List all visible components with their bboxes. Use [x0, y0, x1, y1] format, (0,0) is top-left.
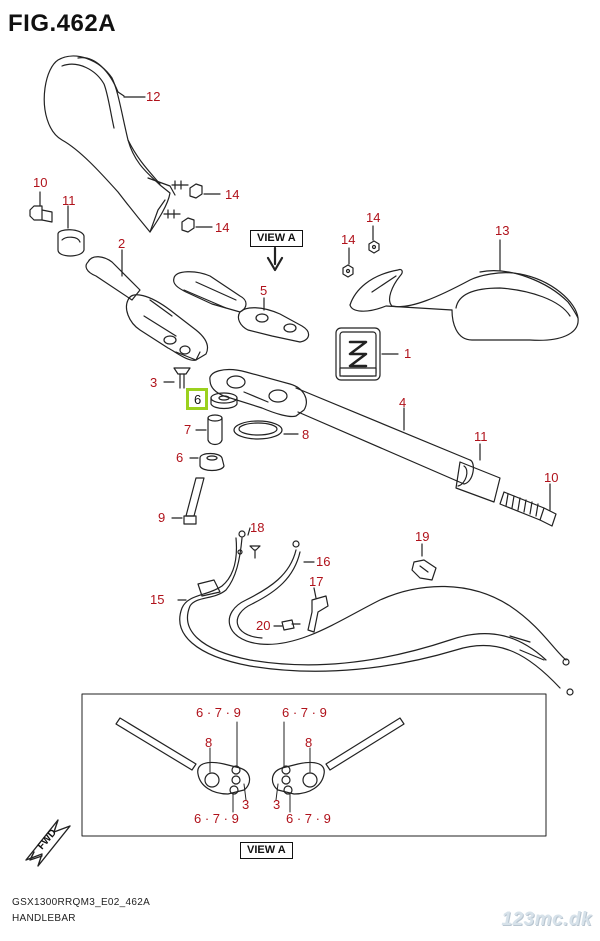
view-a-arrow — [266, 246, 284, 272]
throttle-cables-part-15-16 — [179, 530, 574, 696]
bar-end-bolt-part-10-left — [29, 205, 53, 223]
callout-10-right: 10 — [544, 470, 559, 485]
callout-19: 19 — [415, 529, 430, 544]
view-a-callout-top-right: 6 · 7 · 9 — [282, 705, 327, 720]
callout-14-b: 14 — [215, 220, 230, 235]
cable-guide-part-19 — [411, 559, 437, 581]
nut-part-14-c — [368, 240, 380, 254]
screw-part-18 — [249, 545, 261, 559]
callout-17: 17 — [309, 574, 324, 589]
clamp-part-17 — [307, 595, 329, 633]
callout-14-a: 14 — [225, 187, 240, 202]
callout-10-left: 10 — [33, 175, 48, 190]
view-a-callout-8-right: 8 — [305, 735, 313, 750]
callout-15: 15 — [150, 592, 165, 607]
callout-1: 1 — [404, 346, 412, 361]
left-mirror-part-12 — [43, 55, 176, 233]
leader-17 — [313, 587, 317, 599]
right-mirror-part-13 — [349, 268, 579, 341]
callout-20: 20 — [256, 618, 271, 633]
ring-part-8 — [233, 420, 283, 440]
callout-6-highlighted: 6 — [194, 392, 202, 407]
callout-18: 18 — [250, 520, 265, 535]
callout-12: 12 — [146, 89, 161, 104]
callout-7: 7 — [184, 422, 192, 437]
view-a-right-handlebar — [271, 717, 405, 795]
callout-11-right: 11 — [474, 429, 488, 444]
right-handlebar-part-4 — [209, 368, 474, 485]
callout-3: 3 — [150, 375, 158, 390]
view-a-callout-top-left: 6 · 7 · 9 — [196, 705, 241, 720]
highlight-box — [186, 388, 208, 410]
callout-9: 9 — [158, 510, 166, 525]
bolt-part-14-a — [171, 180, 203, 199]
watermark-logo: 123mc.dk — [501, 909, 592, 930]
callout-4: 4 — [399, 395, 407, 410]
view-a-callout-3-right: 3 — [273, 797, 281, 812]
left-handlebar-part-2 — [85, 256, 209, 361]
callout-14-c: 14 — [366, 210, 381, 225]
model-code: GSX1300RRQM3_E02_462A — [12, 897, 151, 908]
callout-13: 13 — [495, 223, 510, 238]
collar-part-7 — [207, 414, 223, 446]
view-a-label-top: VIEW A — [250, 230, 303, 247]
screw-part-3 — [173, 367, 191, 389]
view-a-left-handlebar — [115, 717, 251, 795]
bolt-part-14-b — [163, 209, 195, 233]
view-a-callout-bottom-right: 6 · 7 · 9 — [286, 811, 331, 826]
callout-14-d: 14 — [341, 232, 356, 247]
callout-11-left: 11 — [62, 193, 76, 208]
callout-6: 6 — [176, 450, 184, 465]
leader-18 — [247, 527, 251, 536]
view-a-frame — [81, 693, 547, 837]
view-a-leaders — [209, 721, 311, 813]
washer-part-6-top — [210, 392, 238, 410]
callout-5: 5 — [260, 283, 268, 298]
nut-part-14-d — [342, 264, 354, 278]
view-a-label-bottom: VIEW A — [240, 842, 293, 859]
section-name: HANDLEBAR — [12, 913, 76, 924]
callout-8: 8 — [302, 427, 310, 442]
view-a-callout-3-left: 3 — [242, 797, 250, 812]
bolt-part-9 — [183, 477, 205, 525]
view-a-callout-8-left: 8 — [205, 735, 213, 750]
bar-end-weight-part-11-left — [57, 229, 85, 257]
callout-16: 16 — [316, 554, 331, 569]
view-a-callout-bottom-left: 6 · 7 · 9 — [194, 811, 239, 826]
suzuki-emblem-part-1 — [335, 327, 381, 381]
grip-part-11-right — [455, 461, 501, 503]
fwd-arrow-icon — [25, 819, 71, 867]
screw-part-20 — [281, 619, 301, 631]
figure-title: FIG.462A — [8, 10, 117, 37]
callout-2: 2 — [118, 236, 126, 251]
bar-end-bolt-part-10-right — [499, 491, 557, 527]
washer-part-6-bottom — [199, 452, 225, 472]
handlebar-bracket-part-5 — [173, 271, 310, 343]
